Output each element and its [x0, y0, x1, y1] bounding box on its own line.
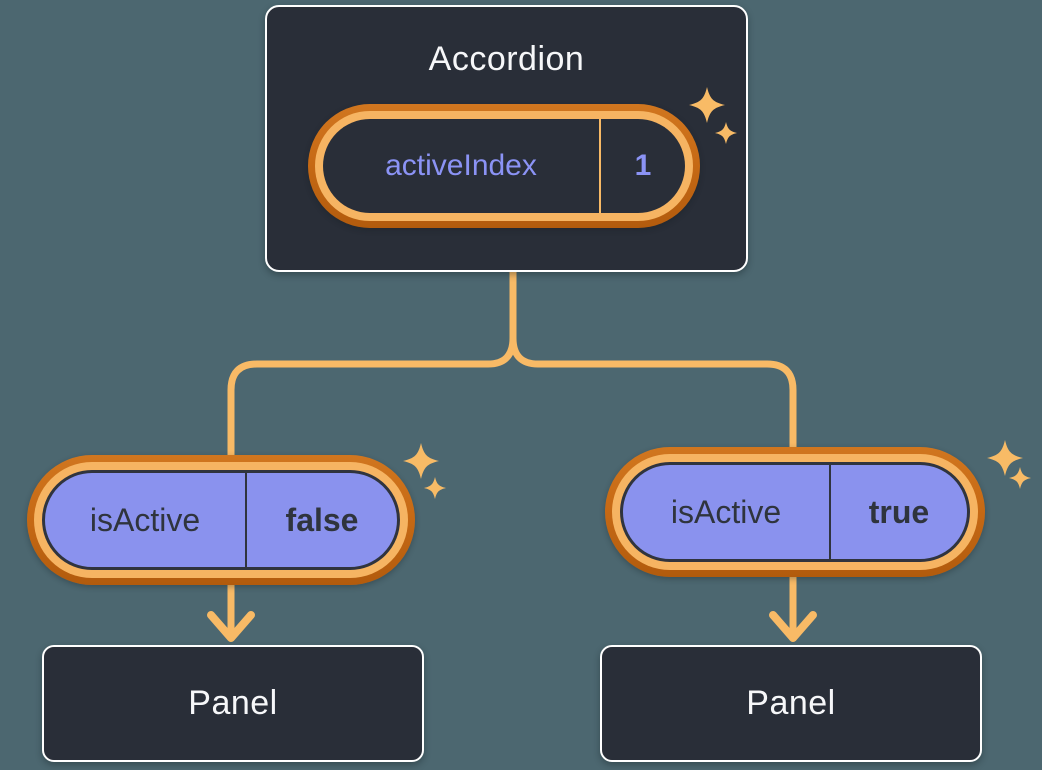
state-name-label: activeIndex [385, 149, 537, 182]
pill-divider [829, 465, 831, 559]
prop-name-label: isActive [670, 493, 782, 530]
pill-divider [599, 119, 601, 213]
prop-value-label: false [285, 501, 359, 538]
state-pill-ring: activeIndex 1 [315, 111, 693, 221]
panel-box-right: Panel [600, 645, 982, 762]
prop-value-label: true [868, 493, 930, 530]
prop-pill-left: isActive false [27, 455, 415, 585]
prop-name-label: isActive [89, 501, 201, 538]
panel-box-left: Panel [42, 645, 424, 762]
prop-pill-right: isActive true [605, 447, 985, 577]
sparkle-icon [403, 443, 439, 479]
sparkle-icon [424, 477, 446, 499]
sparkle-icon [715, 122, 737, 144]
accordion-box: Accordion activeIndex 1 [265, 5, 748, 272]
prop-pill-ring: isActive true [612, 454, 978, 570]
accordion-title: Accordion [428, 40, 585, 78]
pill-divider [245, 473, 247, 567]
sparkle-icon [1009, 467, 1031, 489]
arrow-down-icon [769, 611, 817, 642]
sparkle-icon [689, 87, 725, 123]
panel-label: Panel [188, 684, 278, 722]
state-value-label: 1 [634, 149, 652, 182]
sparkle-icon [987, 440, 1023, 476]
arrow-down-icon [207, 611, 255, 642]
prop-pill-ring: isActive false [34, 462, 408, 578]
connector-right [509, 267, 797, 638]
state-pill: activeIndex 1 [308, 104, 700, 228]
panel-label: Panel [746, 684, 836, 722]
